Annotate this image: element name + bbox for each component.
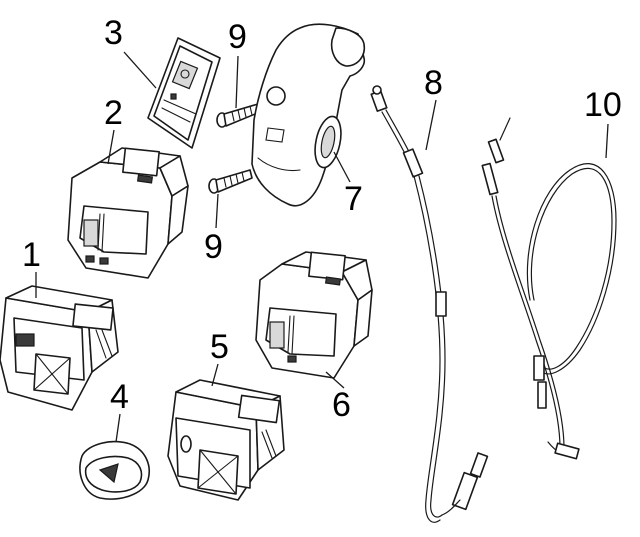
- part-8-cable: [370, 85, 489, 523]
- leader-9a: [235, 55, 239, 109]
- callout-8: 8: [424, 64, 443, 102]
- callout-7: 7: [344, 180, 363, 218]
- leader-lines: [35, 51, 609, 443]
- callout-10: 10: [584, 86, 622, 124]
- leader-5: [211, 363, 219, 387]
- part-10-cable: [481, 117, 617, 460]
- callout-9-upper: 9: [228, 18, 247, 56]
- callout-4: 4: [110, 378, 129, 416]
- callout-5: 5: [210, 328, 229, 366]
- callout-1: 1: [22, 236, 41, 274]
- callout-3: 3: [104, 14, 123, 52]
- leader-7: [333, 151, 351, 183]
- part-4-button-cap: [79, 440, 150, 500]
- leader-6: [325, 371, 345, 389]
- leader-10: [605, 123, 609, 159]
- callout-2: 2: [104, 94, 123, 132]
- part-3-switch-plate: [147, 37, 221, 149]
- part-7-switch-housing: [251, 23, 366, 207]
- leader-3: [123, 51, 157, 89]
- part-9-screw-lower: [208, 169, 253, 194]
- leader-4: [115, 413, 121, 443]
- leader-8: [425, 99, 437, 151]
- part-1-switch: [0, 285, 119, 411]
- part-6-switch: [255, 251, 373, 379]
- part-2-switch: [67, 147, 189, 279]
- leader-9b: [215, 193, 219, 229]
- part-5-switch: [167, 379, 285, 501]
- callout-6: 6: [332, 386, 351, 424]
- leader-2: [107, 129, 115, 165]
- callout-9-lower: 9: [204, 228, 223, 266]
